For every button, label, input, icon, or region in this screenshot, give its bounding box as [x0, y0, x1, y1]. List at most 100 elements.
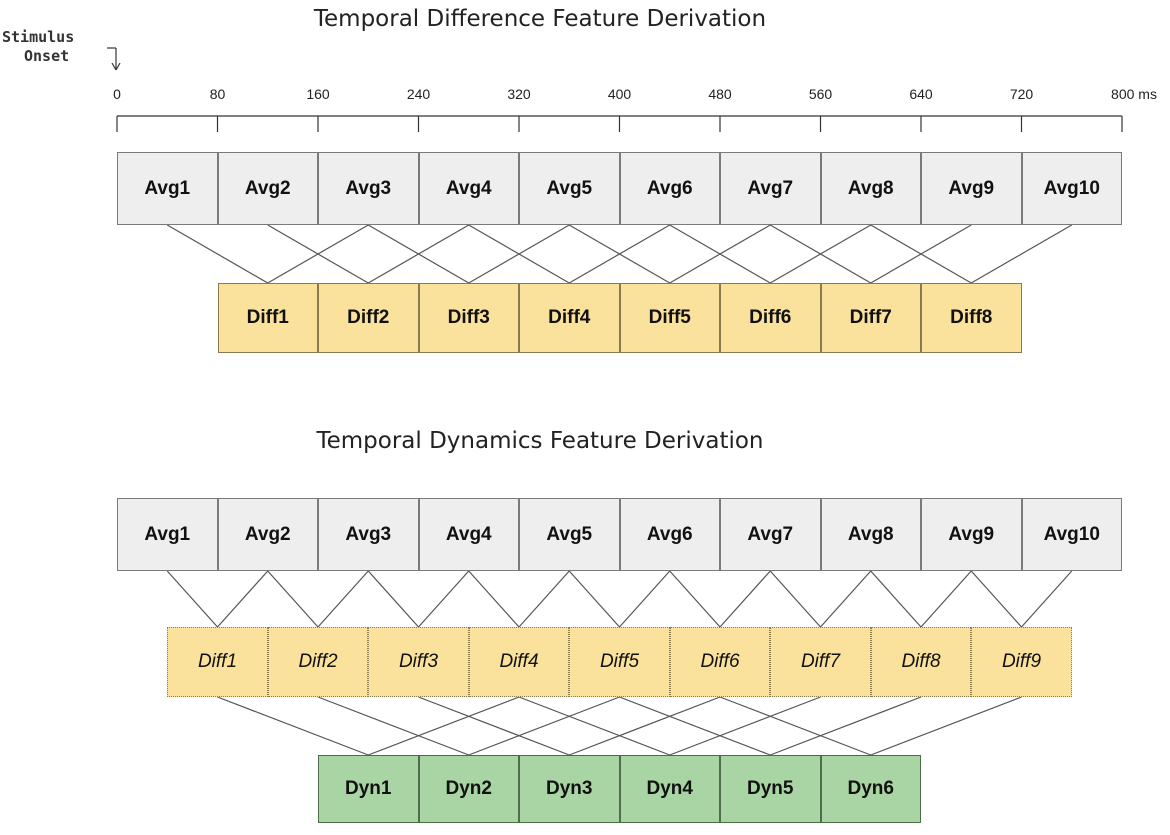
bottom-diagram-title: Temporal Dynamics Feature Derivation: [316, 428, 764, 454]
top-avg-box: Avg9: [921, 152, 1022, 225]
bottom-avg-diff-connector: [166, 570, 218, 628]
top-connector: [970, 224, 1073, 284]
bottom-diff-box: Diff6: [669, 627, 771, 697]
top-avg-box: Avg2: [217, 152, 318, 225]
bottom-diff-box: Diff1: [167, 627, 268, 697]
bottom-diff-box: Diff4: [468, 627, 570, 697]
bottom-avg-diff-connector: [217, 570, 269, 628]
bottom-diff-dyn-connector: [719, 696, 871, 756]
top-avg-box: Avg8: [820, 152, 921, 225]
bottom-avg-diff-connector: [468, 570, 520, 628]
top-diff-box: Diff7: [820, 283, 921, 353]
top-connector: [166, 224, 269, 284]
bottom-avg-box: Avg6: [619, 498, 720, 571]
bottom-diff-box: Diff2: [267, 627, 369, 697]
bottom-diff-box: Diff8: [870, 627, 972, 697]
top-avg-box: Avg5: [519, 152, 620, 225]
bottom-avg-diff-connector: [267, 570, 319, 628]
bottom-avg-box: Avg1: [117, 498, 218, 571]
timeline-tick-label: 800 ms: [1111, 86, 1157, 102]
bottom-diff-dyn-connector: [368, 696, 520, 756]
timeline-tick-label: 480: [708, 86, 732, 102]
bottom-diff-dyn-connector: [569, 696, 721, 756]
top-avg-box: Avg4: [418, 152, 519, 225]
top-avg-box: Avg6: [619, 152, 720, 225]
timeline-tick-label: 80: [209, 86, 226, 102]
bottom-dyn-box: Dyn2: [418, 755, 519, 823]
top-diff-box: Diff5: [619, 283, 720, 353]
bottom-avg-diff-connector: [1021, 570, 1073, 628]
top-avg-box: Avg1: [117, 152, 218, 225]
bottom-diff-box: Diff9: [971, 627, 1072, 697]
bottom-avg-box: Avg2: [217, 498, 318, 571]
bottom-avg-diff-connector: [970, 570, 1022, 628]
top-diff-box: Diff4: [519, 283, 620, 353]
top-connector: [468, 224, 570, 284]
top-connector: [769, 224, 872, 284]
timeline-tick-label: 240: [406, 86, 431, 102]
top-connector: [669, 224, 771, 284]
bottom-avg-box: Avg5: [519, 498, 620, 571]
top-connector: [367, 224, 470, 284]
bottom-avg-diff-connector: [367, 570, 419, 628]
bottom-avg-diff-connector: [619, 570, 671, 628]
stimulus-onset-label: Stimulus Onset: [2, 28, 74, 66]
bottom-dyn-box: Dyn6: [820, 755, 921, 823]
bottom-avg-box: Avg9: [921, 498, 1022, 571]
top-diff-box: Diff6: [720, 283, 821, 353]
bottom-avg-box: Avg10: [1021, 498, 1122, 571]
top-diff-box: Diff8: [921, 283, 1022, 353]
timeline-tick-label: 320: [507, 86, 531, 102]
bottom-avg-box: Avg8: [820, 498, 921, 571]
top-connector: [870, 224, 972, 284]
bottom-avg-diff-connector: [418, 570, 470, 628]
timeline-tick-label: 400: [607, 86, 632, 102]
timeline-tick-label: 720: [1009, 86, 1034, 102]
timeline-tick-label: 0: [113, 86, 121, 102]
bottom-diff-dyn-connector: [418, 696, 570, 756]
bottom-diff-dyn-connector: [468, 696, 620, 756]
bottom-avg-diff-connector: [669, 570, 721, 628]
bottom-dyn-box: Dyn3: [519, 755, 620, 823]
top-avg-box: Avg7: [720, 152, 821, 225]
bottom-avg-diff-connector: [317, 570, 369, 628]
bottom-diff-dyn-connector: [317, 696, 469, 756]
bottom-diff-dyn-connector: [217, 696, 369, 756]
bottom-avg-diff-connector: [820, 570, 872, 628]
bottom-avg-diff-connector: [568, 570, 620, 628]
bottom-dyn-box: Dyn4: [619, 755, 720, 823]
stimulus-onset-line1: Stimulus: [2, 28, 75, 46]
bottom-avg-box: Avg7: [720, 498, 821, 571]
top-avg-box: Avg3: [318, 152, 419, 225]
bottom-diff-dyn-connector: [870, 696, 1022, 756]
bottom-avg-diff-connector: [719, 570, 771, 628]
top-diagram-title: Temporal Difference Feature Derivation: [313, 6, 767, 32]
bottom-avg-box: Avg4: [418, 498, 519, 571]
top-diff-box: Diff3: [418, 283, 519, 353]
bottom-diff-box: Diff3: [368, 627, 469, 697]
top-connector: [267, 224, 369, 284]
bottom-avg-diff-connector: [920, 570, 972, 628]
stimulus-onset-line2: Onset: [24, 47, 70, 65]
bottom-dyn-box: Dyn1: [318, 755, 419, 823]
bottom-diff-dyn-connector: [770, 696, 922, 756]
onset-arrow-head: [115, 62, 121, 71]
onset-arrow-head: [111, 62, 117, 71]
timeline-tick-label: 560: [808, 86, 833, 102]
bottom-dyn-box: Dyn5: [720, 755, 821, 823]
timeline-tick-label: 640: [909, 86, 933, 102]
bottom-diff-dyn-connector: [518, 696, 670, 756]
bottom-avg-diff-connector: [870, 570, 922, 628]
top-diff-box: Diff2: [318, 283, 419, 353]
top-diff-box: Diff1: [217, 283, 318, 353]
top-connector: [568, 224, 671, 284]
top-avg-box: Avg10: [1021, 152, 1122, 225]
bottom-avg-diff-connector: [769, 570, 821, 628]
bottom-diff-dyn-connector: [619, 696, 771, 756]
bottom-diff-dyn-connector: [669, 696, 821, 756]
bottom-diff-box: Diff5: [569, 627, 670, 697]
bottom-avg-diff-connector: [518, 570, 570, 628]
timeline-tick-label: 160: [306, 86, 330, 102]
